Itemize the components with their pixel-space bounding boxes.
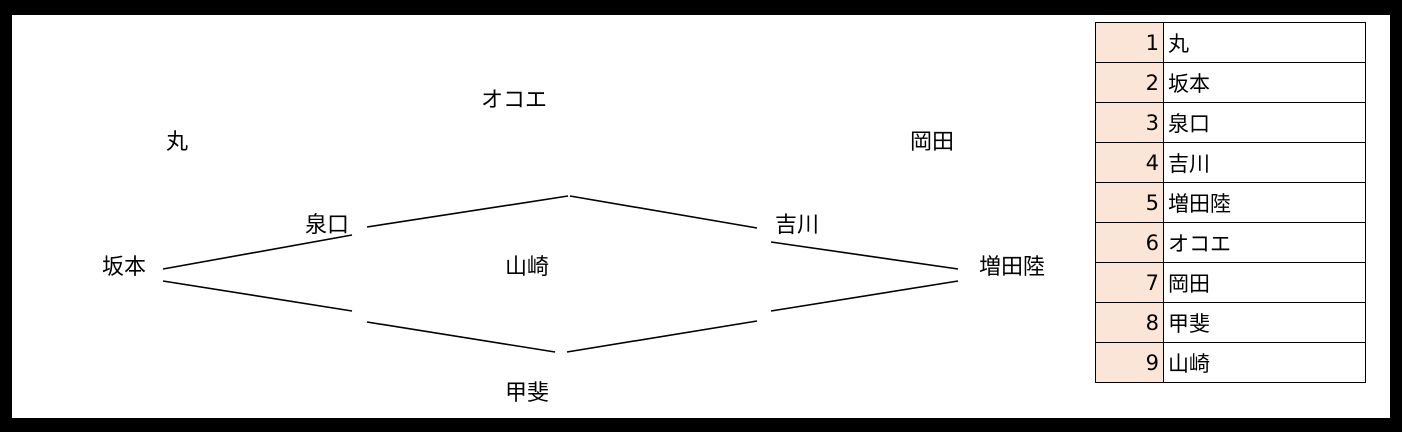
edge-line xyxy=(566,320,758,353)
legend-name: 甲斐 xyxy=(1163,302,1366,343)
legend-name: 山崎 xyxy=(1163,342,1366,383)
legend-name: 丸 xyxy=(1163,22,1366,63)
node-label: オコエ xyxy=(481,88,547,113)
legend-name: 吉川 xyxy=(1163,142,1366,183)
node-label: 甲斐 xyxy=(505,381,549,406)
edge-line xyxy=(770,241,959,270)
node-label: 吉川 xyxy=(775,213,819,238)
legend-number: 3 xyxy=(1095,102,1164,143)
legend-number: 7 xyxy=(1095,262,1164,303)
edge-line xyxy=(162,280,353,312)
edge-line xyxy=(569,195,758,229)
node-label: 山崎 xyxy=(505,255,549,280)
legend-number: 5 xyxy=(1095,182,1164,223)
legend-name: 坂本 xyxy=(1163,62,1366,103)
legend-name: オコエ xyxy=(1163,222,1366,263)
node-label: 増田陸 xyxy=(979,255,1045,280)
node-label: 岡田 xyxy=(910,130,954,155)
edge-line xyxy=(770,280,959,312)
legend-number: 6 xyxy=(1095,222,1164,263)
edge-line xyxy=(366,195,569,228)
edge-line xyxy=(162,234,353,270)
edge-line xyxy=(366,321,556,353)
legend-number: 1 xyxy=(1095,22,1164,63)
node-label: 坂本 xyxy=(102,255,146,280)
legend-number: 9 xyxy=(1095,342,1164,383)
node-label: 泉口 xyxy=(305,213,349,238)
legend-number: 2 xyxy=(1095,62,1164,103)
legend-number: 8 xyxy=(1095,302,1164,343)
node-label: 丸 xyxy=(166,130,188,155)
legend-name: 岡田 xyxy=(1163,262,1366,303)
edges xyxy=(162,195,959,353)
legend-name: 増田陸 xyxy=(1163,182,1366,223)
legend-name: 泉口 xyxy=(1163,102,1366,143)
legend-number: 4 xyxy=(1095,142,1164,183)
